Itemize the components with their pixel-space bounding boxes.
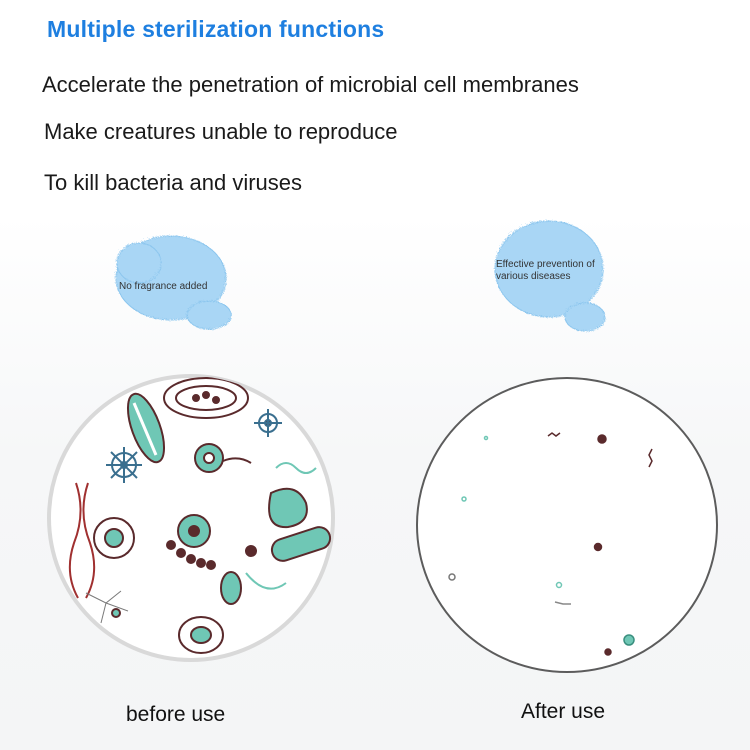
microbe-branch-icon bbox=[85, 590, 129, 624]
residue-dot-icon bbox=[597, 434, 607, 444]
bubble-left-text: No fragrance added bbox=[119, 281, 208, 292]
microbe-cell-icon bbox=[93, 517, 135, 559]
microbe-egg-icon bbox=[178, 616, 224, 654]
residue-mark-icon bbox=[547, 432, 561, 437]
residue-mark-icon bbox=[554, 601, 571, 605]
microbe-squiggle-icon bbox=[275, 462, 317, 474]
residue-dot-icon bbox=[593, 542, 603, 552]
microbe-small-icon bbox=[220, 571, 242, 605]
microbe-blob-icon bbox=[268, 487, 308, 529]
microbe-dna-icon bbox=[68, 482, 96, 599]
residue-ring-icon bbox=[461, 496, 467, 502]
bubble-right bbox=[486, 208, 616, 338]
bubble-right-line-2: various diseases bbox=[496, 271, 571, 282]
microbe-band-icon bbox=[270, 526, 332, 562]
headline: Multiple sterilization functions bbox=[47, 16, 385, 42]
residue-dot-icon bbox=[604, 648, 612, 656]
microbe-star-icon bbox=[106, 447, 142, 483]
scribble-cloud-icon bbox=[114, 234, 231, 329]
after-use-circle bbox=[412, 374, 722, 684]
feature-line-2: Make creatures unable to reproduce bbox=[44, 119, 398, 144]
microbe-capsule-icon bbox=[126, 392, 166, 464]
microbe-chain-icon bbox=[166, 540, 216, 570]
microbe-squiggle-icon bbox=[245, 572, 287, 590]
microbe-star-icon bbox=[254, 409, 282, 437]
bubble-right-text: Effective prevention of various diseases bbox=[496, 259, 595, 283]
residue-ring-icon bbox=[483, 435, 489, 441]
microbe-dot-icon bbox=[245, 545, 257, 557]
caption-after: After use bbox=[521, 700, 606, 723]
caption-before: before use bbox=[126, 703, 226, 726]
residue-ring-icon bbox=[623, 634, 635, 646]
before-use-circle bbox=[46, 373, 336, 668]
microbe-dot-icon bbox=[111, 608, 121, 618]
microbe-round-icon bbox=[177, 514, 211, 548]
microbe-oval-icon bbox=[163, 377, 249, 419]
residue-ring-icon bbox=[448, 573, 456, 581]
microbe-tail-icon bbox=[194, 443, 252, 473]
feature-line-3: To kill bacteria and viruses bbox=[44, 170, 303, 195]
residue-mark-icon bbox=[648, 448, 653, 468]
bubble-left bbox=[108, 222, 238, 337]
bubble-right-line-1: Effective prevention of bbox=[496, 259, 595, 270]
scribble-cloud-icon bbox=[493, 219, 605, 331]
residue-ring-icon bbox=[555, 581, 563, 589]
feature-line-1: Accelerate the penetration of microbial … bbox=[42, 72, 579, 97]
